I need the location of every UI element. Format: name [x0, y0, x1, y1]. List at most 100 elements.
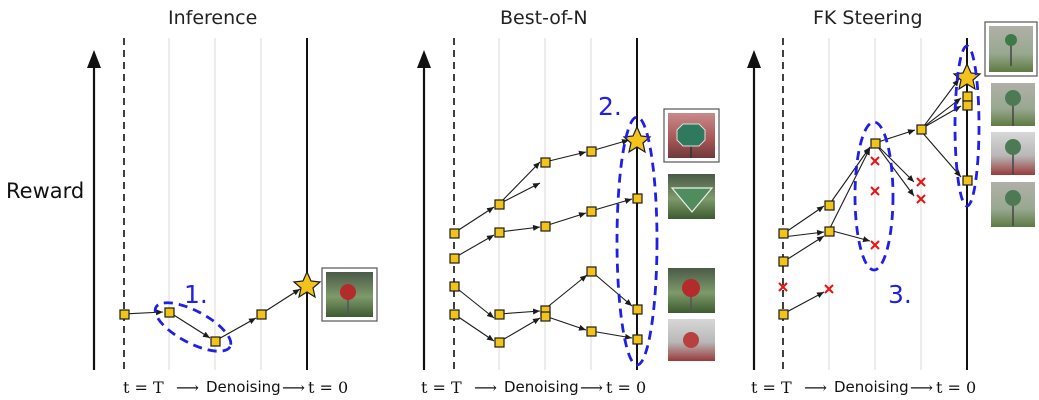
sample-node: [586, 146, 597, 157]
trajectory-edge: [544, 150, 587, 163]
svg-text:t = T: t = T: [421, 378, 462, 397]
reject-x-icon: [916, 177, 926, 187]
trajectory-edge: [920, 130, 962, 178]
svg-text:Denoising: Denoising: [206, 378, 281, 396]
trajectory-edge: [590, 330, 633, 340]
x-axis-label: t = T ⟶ Denoising ⟶ t = 0: [751, 378, 976, 397]
trajectory-edge: [168, 311, 211, 339]
svg-text:t = T: t = T: [123, 378, 164, 397]
trajectory-edge: [260, 288, 301, 315]
trajectory-edge: [782, 291, 825, 315]
trajectory-edge: [874, 142, 915, 197]
sample-node: [778, 256, 789, 267]
trajectory-edge: [498, 182, 541, 205]
svg-text:⟶: ⟶: [176, 378, 199, 397]
sample-node: [494, 337, 505, 348]
sample-node: [586, 206, 597, 217]
svg-text:t = 0: t = 0: [308, 378, 348, 397]
sample-node: [494, 227, 505, 238]
panel-fk-steering: FK Steering: [747, 7, 1038, 397]
trajectory-edge: [828, 146, 871, 206]
sample-node: [586, 266, 597, 277]
sample-node: [962, 100, 973, 111]
step-label: 3.: [888, 280, 912, 309]
star-icon: [292, 270, 322, 299]
x-axis-label: t = T ⟶ Denoising ⟶ t = 0: [421, 378, 646, 397]
panel-title: Best-of-N: [500, 7, 588, 29]
trajectory-edge: [498, 317, 541, 343]
trajectory-edge: [453, 285, 495, 319]
trajectory-edge: [498, 224, 541, 233]
sample-node: [824, 200, 835, 211]
sample-node: [824, 226, 835, 237]
generated-image: [663, 108, 720, 163]
trajectory-edge: [453, 234, 495, 259]
sample-node: [632, 304, 643, 315]
trajectory-edge: [590, 198, 633, 212]
axis-arrowhead-icon: [747, 50, 761, 68]
generated-image: [668, 174, 715, 219]
sample-node: [164, 307, 175, 318]
sample-node: [870, 138, 881, 149]
trajectory-edge: [498, 161, 541, 205]
reject-x-icon: [870, 156, 880, 166]
step-label: 2.: [598, 92, 622, 121]
trajectory-edge: [453, 206, 495, 234]
generated-image: [991, 132, 1035, 175]
trajectory-edge: [544, 212, 587, 227]
sample-node: [256, 309, 267, 320]
sample-node: [449, 309, 460, 320]
axis-arrowhead-icon: [417, 50, 431, 68]
trajectory-edge: [123, 309, 164, 316]
sample-node: [540, 221, 551, 232]
svg-text:t = 0: t = 0: [606, 378, 646, 397]
sample-node: [449, 253, 460, 264]
reject-x-icon: [870, 240, 880, 250]
selection-ellipse: [953, 44, 981, 208]
selection-ellipse: [153, 301, 233, 353]
svg-text:t = T: t = T: [751, 378, 792, 397]
trajectory-edge: [828, 147, 871, 231]
sample-node: [586, 326, 597, 337]
sample-node: [494, 309, 505, 320]
reject-x-icon: [824, 284, 834, 294]
svg-text:⟶: ⟶: [580, 378, 603, 397]
trajectory-edge: [590, 270, 633, 307]
sample-node: [916, 124, 927, 135]
trajectory-edge: [544, 274, 588, 310]
panel-title: FK Steering: [813, 7, 923, 29]
selection-ellipse: [853, 120, 895, 272]
svg-text:Denoising: Denoising: [504, 378, 579, 396]
reject-x-icon: [778, 282, 788, 292]
sample-node: [962, 175, 973, 186]
x-axis-label: t = T ⟶ Denoising ⟶ t = 0: [123, 378, 348, 397]
axis-arrowhead-icon: [87, 50, 101, 68]
sample-node: [962, 91, 973, 102]
svg-text:t = 0: t = 0: [936, 378, 976, 397]
svg-text:⟶: ⟶: [804, 378, 827, 397]
sample-node: [119, 309, 130, 320]
trajectory-edge: [874, 129, 916, 144]
sample-node: [540, 157, 551, 168]
panel-title: Inference: [168, 7, 257, 29]
selection-ellipse: [615, 115, 659, 367]
trajectory-edge: [453, 313, 495, 342]
trajectory-edge: [782, 229, 825, 238]
trajectory-edge: [828, 229, 871, 243]
generated-image: [668, 268, 715, 313]
sample-node: [778, 309, 789, 320]
sample-node: [540, 311, 551, 322]
trajectory-edge: [544, 315, 587, 331]
reject-x-icon: [916, 194, 926, 204]
trajectory-edge: [590, 139, 630, 152]
sample-node: [494, 199, 505, 210]
sample-node: [449, 281, 460, 292]
trajectory-edge: [920, 78, 960, 131]
trajectory-edge: [874, 142, 915, 183]
sample-node: [210, 336, 221, 347]
generated-image: [991, 182, 1035, 227]
generated-image: [321, 267, 378, 322]
svg-text:⟶: ⟶: [474, 378, 497, 397]
generated-image: [984, 21, 1038, 77]
